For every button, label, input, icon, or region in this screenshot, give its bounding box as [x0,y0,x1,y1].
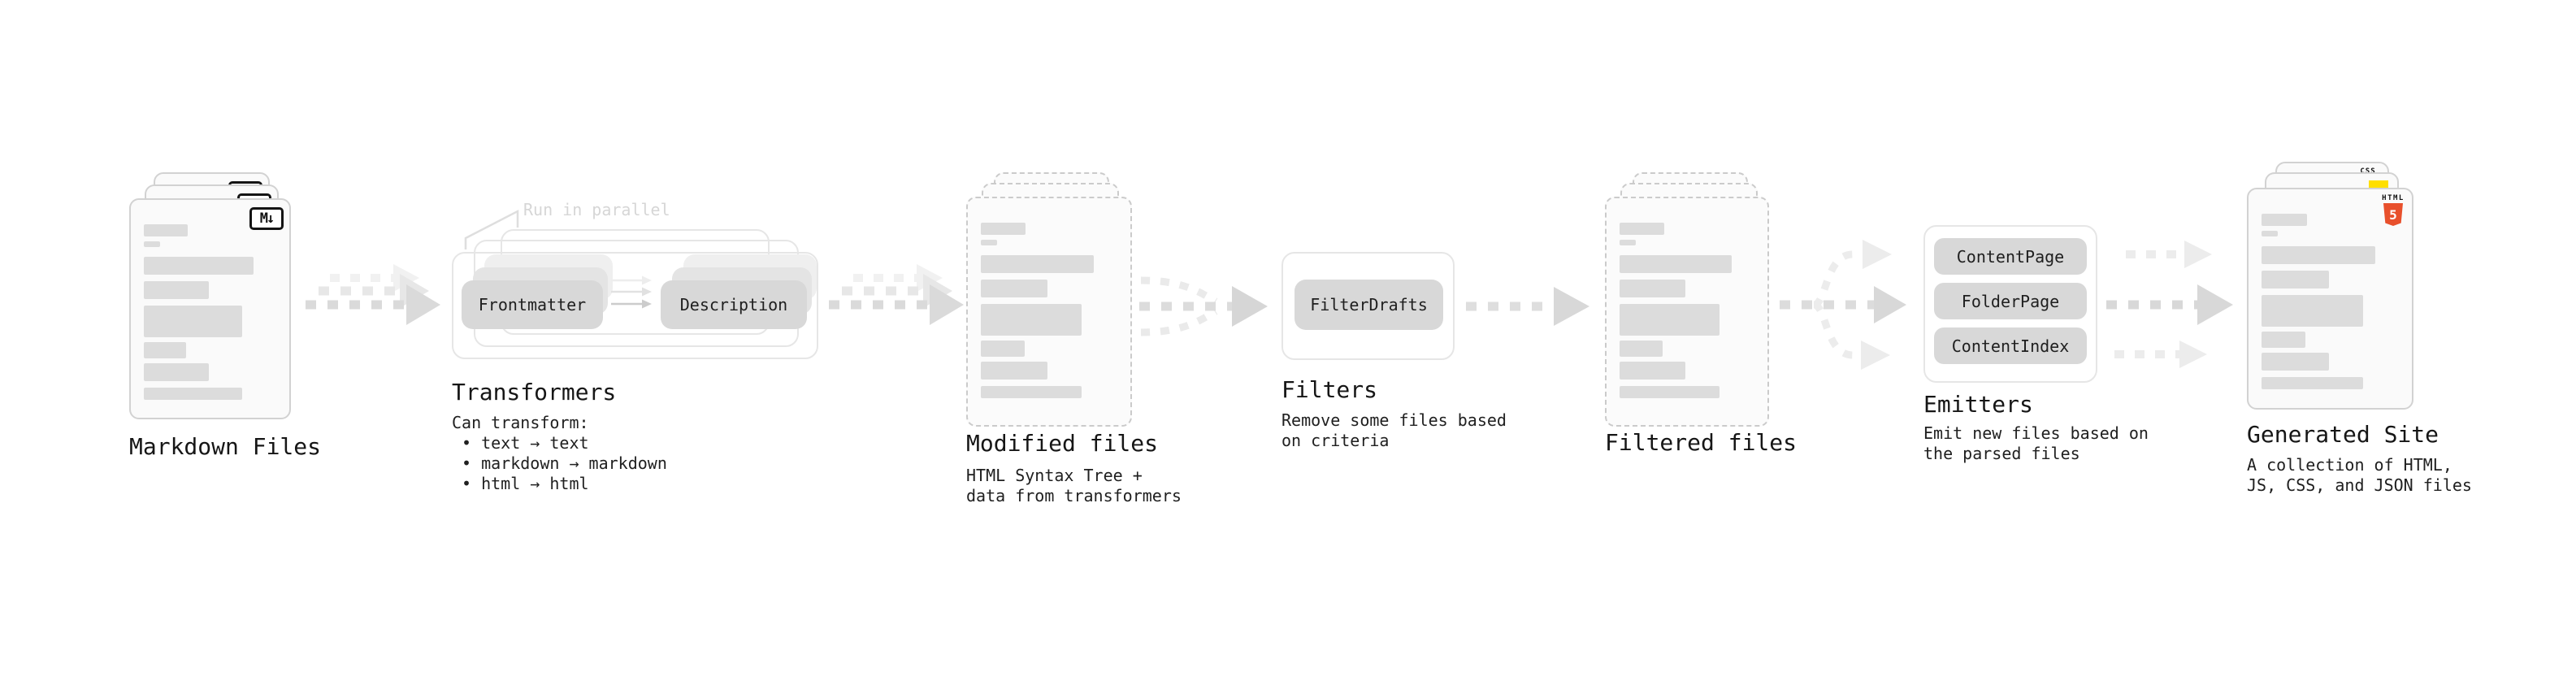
skeleton-bar [1620,240,1636,245]
skeleton-bar [981,386,1082,398]
skeleton-bar [2262,295,2364,327]
description-line: A collection of HTML, [2247,455,2452,475]
html5-icon: HTML 5 [2382,194,2405,230]
contentindex-pill: ContentIndex [1934,327,2087,364]
skeleton-bar [1620,223,1664,235]
flow-arrow-merge [1139,276,1268,336]
html5-icon-label: HTML [2382,194,2405,202]
skeleton-bar [981,304,1082,336]
skeleton-bar [2262,246,2376,264]
filters-title: Filters [1281,376,1378,403]
skeleton-bar [144,342,187,358]
skeleton-bar [1620,304,1720,336]
skeleton-bar [1620,362,1686,380]
skeleton-bar [981,280,1048,297]
skeleton-bar [1620,340,1663,357]
transformer-frame-front [452,252,818,359]
description-line: data from transformers [966,486,1182,505]
skeleton-bar [1620,255,1732,273]
description-line: the parsed files [1923,444,2080,463]
skeleton-bar [144,241,160,247]
transformers-bullet: • html → html [462,474,589,493]
modified-files-node: Modified files HTML Syntax Tree + data f… [963,160,1190,518]
html5-number: 5 [2389,207,2397,223]
markdown-icon: M↓ [249,207,284,230]
frontmatter-pill: Frontmatter [462,280,603,329]
skeleton-bar [144,388,242,400]
markdown-files-node: M↓ M↓ M↓ Markdown Files [126,160,337,518]
folderpage-pill: FolderPage [1934,283,2087,319]
skeleton-bar [981,340,1025,357]
skeleton-bar [2262,377,2364,389]
skeleton-bar [2262,214,2307,226]
annotation-leader-line [464,209,519,249]
flow-arrow-parallel [2106,241,2233,368]
css-icon-label: CSS [2360,167,2376,176]
skeleton-bar [2262,231,2279,236]
flow-arrow-multi [306,264,440,325]
doc-skeleton [981,223,1117,398]
transformers-bullet: • text → text [462,433,589,453]
filterdrafts-pill: FilterDrafts [1295,280,1443,330]
markdown-files-title: Markdown Files [129,433,322,460]
description-line: HTML Syntax Tree + [966,466,1143,485]
skeleton-bar [981,223,1026,235]
skeleton-bar [981,255,1095,273]
skeleton-bar [1620,386,1720,398]
filtered-files-title: Filtered files [1605,429,1798,456]
markdown-doc-front: M↓ [129,198,291,419]
skeleton-bar [144,363,209,381]
skeleton-bar [144,224,188,236]
emitters-frame [1923,225,2097,383]
skeleton-bar [1620,280,1686,297]
doc-skeleton [144,224,276,400]
emitters-title: Emitters [1923,391,2033,418]
skeleton-bar [2262,271,2329,288]
skeleton-bar [144,306,242,337]
filters-description: Remove some files based on criteria [1281,410,1507,451]
filtered-files-node: Filtered files [1602,160,1829,518]
pill-connector-arrows [611,275,652,309]
description-line: Emit new files based on [1923,423,2149,443]
description-line: Remove some files based [1281,410,1507,430]
run-in-parallel-annotation: Run in parallel [523,200,670,219]
description-pill: Description [661,280,807,329]
flow-arrow-multi [829,264,964,325]
skeleton-bar [144,257,254,275]
modified-files-title: Modified files [966,430,1159,457]
filters-node: FilterDrafts Filters Remove some files b… [1281,252,1507,463]
flow-arrow-fanout [1780,240,1906,370]
html5-shield: 5 [2383,203,2403,226]
doc-skeleton [1620,223,1754,398]
transformers-node: Run in parallel Frontmatter Description … [452,195,826,504]
filters-frame [1281,252,1455,360]
modified-files-description: HTML Syntax Tree + data from transformer… [966,466,1182,506]
modified-doc-front [966,197,1132,427]
transformers-subtitle: Can transform: [452,413,589,432]
transformers-bullet: • markdown → markdown [462,453,667,473]
doc-skeleton [2262,214,2399,389]
contentpage-pill: ContentPage [1934,238,2087,275]
generated-doc-html: HTML 5 [2247,188,2413,410]
transformers-description: Can transform: • text → text • markdown … [452,413,667,494]
emitters-description: Emit new files based on the parsed files [1923,423,2149,464]
generated-site-node: CSS HTML 5 Generated Site A collection o… [2244,160,2487,518]
skeleton-bar [981,362,1048,380]
transformers-title: Transformers [452,379,617,406]
skeleton-bar [2262,353,2329,371]
emitters-node: ContentPage FolderPage ContentIndex Emit… [1923,225,2149,469]
flow-arrow [1466,287,1589,326]
generated-site-description: A collection of HTML, JS, CSS, and JSON … [2247,455,2472,496]
skeleton-bar [981,240,998,245]
skeleton-bar [2262,332,2306,348]
description-line: JS, CSS, and JSON files [2247,475,2472,495]
generated-site-title: Generated Site [2247,421,2439,448]
filtered-doc-front [1605,197,1769,427]
description-line: on criteria [1281,431,1390,450]
skeleton-bar [144,281,209,299]
